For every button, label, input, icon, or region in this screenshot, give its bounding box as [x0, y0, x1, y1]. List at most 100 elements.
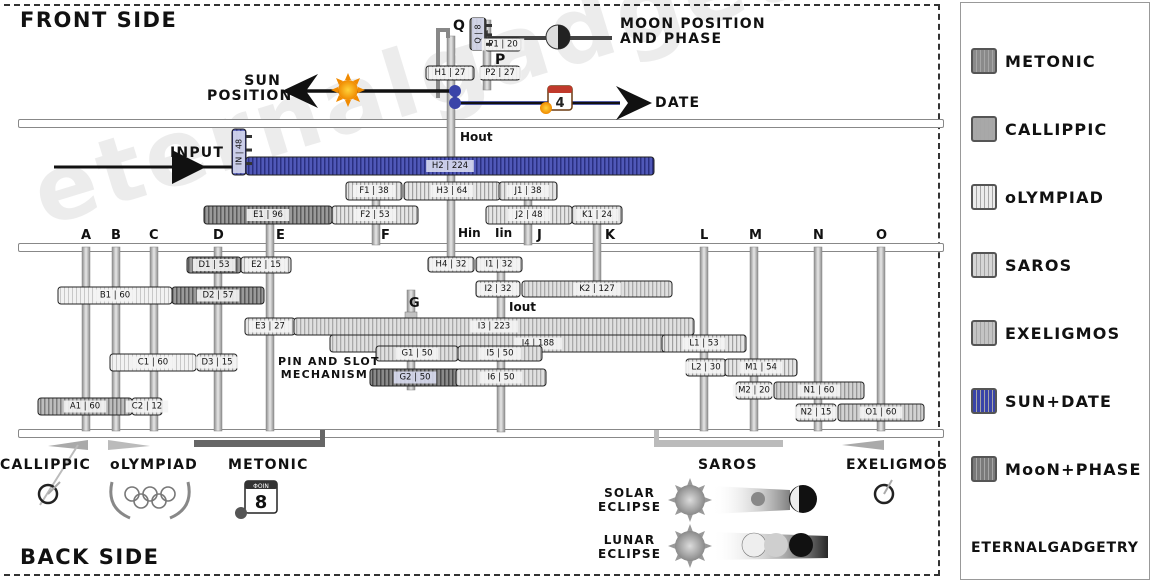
shaft-o [876, 246, 886, 432]
gear-label-g1: G1 | 50 [401, 349, 432, 359]
calendar-front-day: 4 [555, 96, 564, 111]
legend-swatch [971, 252, 997, 278]
gear-label-k2: K2 | 127 [579, 284, 614, 294]
axis-letter-f: F [381, 228, 390, 243]
p-label: P [495, 52, 506, 68]
gear-i2: I2 | 32 [475, 280, 521, 298]
gear-n2: N2 | 15 [794, 403, 838, 422]
gear-label-b1: B1 | 60 [100, 291, 130, 301]
input-label: INPUT [170, 145, 225, 161]
gear-o1: O1 | 60 [837, 403, 925, 422]
gear-label-m2: M2 | 20 [738, 386, 770, 396]
gear-label-p2: P2 | 27 [485, 68, 515, 78]
gear-label-q: Q | 8 [474, 24, 483, 43]
solar-eclipse-sun-icon [668, 478, 712, 522]
gear-q: Q | 8 [469, 17, 487, 51]
back-side-title: BACK SIDE [20, 545, 160, 569]
shaft-d [213, 246, 223, 432]
legend-swatch [971, 116, 997, 142]
front-plate [18, 119, 944, 128]
gear-label-d2: D2 | 57 [202, 291, 233, 301]
legend-label: EXELIGMOS [1005, 323, 1121, 343]
callippic-label: CALLIPPIC [0, 457, 91, 473]
gear-label-i2: I2 | 32 [485, 284, 512, 294]
middle-plate [18, 243, 944, 252]
axis-letter-d: D [213, 228, 224, 243]
gear-m2: M2 | 20 [732, 381, 776, 400]
h-in-label: Hin [458, 226, 481, 240]
gear-label-i5: I5 | 50 [487, 349, 514, 359]
date-sun-icon [540, 102, 552, 114]
saros-label: SAROS [698, 457, 758, 473]
calendar-back-month: ΦΟΙΝ [253, 483, 269, 490]
calendar-back-icon: ΦΟΙΝ 8 [235, 480, 278, 519]
gear-label-g2: G2 | 50 [399, 373, 430, 383]
sun-arrow-head [282, 74, 318, 108]
axis-letter-k: K [605, 228, 616, 243]
gear-tooth-in [246, 135, 252, 138]
pin-stub [404, 311, 418, 319]
shaft-a [81, 246, 91, 432]
gear-label-m1: M1 | 54 [745, 363, 777, 373]
back-plate [18, 429, 944, 438]
gear-label-i6: I6 | 50 [488, 373, 515, 383]
legend-panel: METONIC CALLIPPIC oLYMPIAD SAROS EXELIGMOS SU… [960, 2, 1150, 580]
gear-label-h4: H4 | 32 [436, 260, 467, 270]
legend-item: EXELIGMOS [971, 319, 1120, 347]
legend-item: CALLIPPIC [971, 115, 1107, 143]
solar-eclipse-moon-icon [789, 485, 817, 513]
solar-eclipse-icons [668, 478, 817, 522]
gear-label-h1: H1 | 27 [435, 68, 466, 78]
legend-label: CALLIPPIC [1005, 119, 1108, 139]
axis-letter-o: O [876, 228, 888, 243]
olympiad-wreath-icon [109, 481, 191, 520]
legend-swatch [971, 184, 997, 210]
calendar-front-icon: 4 [547, 85, 573, 111]
legend-swatch [971, 388, 997, 414]
gear-n1: N1 | 60 [773, 381, 865, 400]
gear-label-i1: I1 | 32 [486, 260, 513, 270]
axis-letter-b: B [111, 228, 121, 243]
i-in-label: Iin [495, 226, 513, 240]
legend-label: SAROS [1005, 255, 1073, 275]
gear-label-a1: A1 | 60 [70, 402, 100, 412]
gear-i5: I5 | 50 [457, 345, 543, 362]
gear-tooth-q [486, 33, 492, 37]
exeligmos-label: EXELIGMOS [846, 457, 949, 473]
gear-g1: G1 | 50 [375, 345, 459, 362]
brand-label: ETERNALGADGETRY [971, 540, 1139, 556]
legend-item: METONIC [971, 47, 1096, 75]
gear-f1: F1 | 38 [345, 181, 403, 201]
gear-h3: H3 | 64 [403, 181, 501, 201]
gear-k1: K1 | 24 [571, 205, 623, 225]
gear-h1: H1 | 27 [425, 65, 475, 81]
shaft-m [749, 246, 759, 432]
gear-e2: E2 | 15 [240, 256, 292, 274]
olympiad-label: oLYMPIAD [110, 457, 198, 473]
date-label: DATE [655, 95, 701, 111]
axis-letter-n: N [813, 228, 824, 243]
gear-f2: F2 | 53 [331, 205, 419, 225]
gear-e3: E3 | 27 [244, 317, 296, 336]
sun-icon [331, 73, 365, 107]
gear-label-f1: F1 | 38 [359, 186, 388, 196]
gear-a1: A1 | 60 [37, 397, 133, 416]
shaft-k [592, 217, 602, 283]
front-pointers: 4 [282, 24, 652, 120]
gear-label-f2: F2 | 53 [360, 210, 389, 220]
gear-k2: K2 | 127 [521, 280, 673, 298]
gear-b1: B1 | 60 [57, 286, 173, 305]
gear-e1: E1 | 96 [203, 205, 333, 225]
date-arrow-head [616, 86, 652, 120]
gear-label-n1: N1 | 60 [804, 386, 835, 396]
moon-phase-icon [545, 24, 571, 50]
legend-label: SUN+DATE [1005, 391, 1113, 411]
gear-c2: C2 | 12 [125, 397, 169, 416]
gear-label-e3: E3 | 27 [255, 322, 285, 332]
legend-label: oLYMPIAD [1005, 187, 1105, 207]
callippic-dial-icon [37, 481, 61, 505]
gear-label-l2: L2 | 30 [691, 363, 720, 373]
legend-item: oLYMPIAD [971, 183, 1104, 211]
shaft-c [149, 246, 159, 432]
